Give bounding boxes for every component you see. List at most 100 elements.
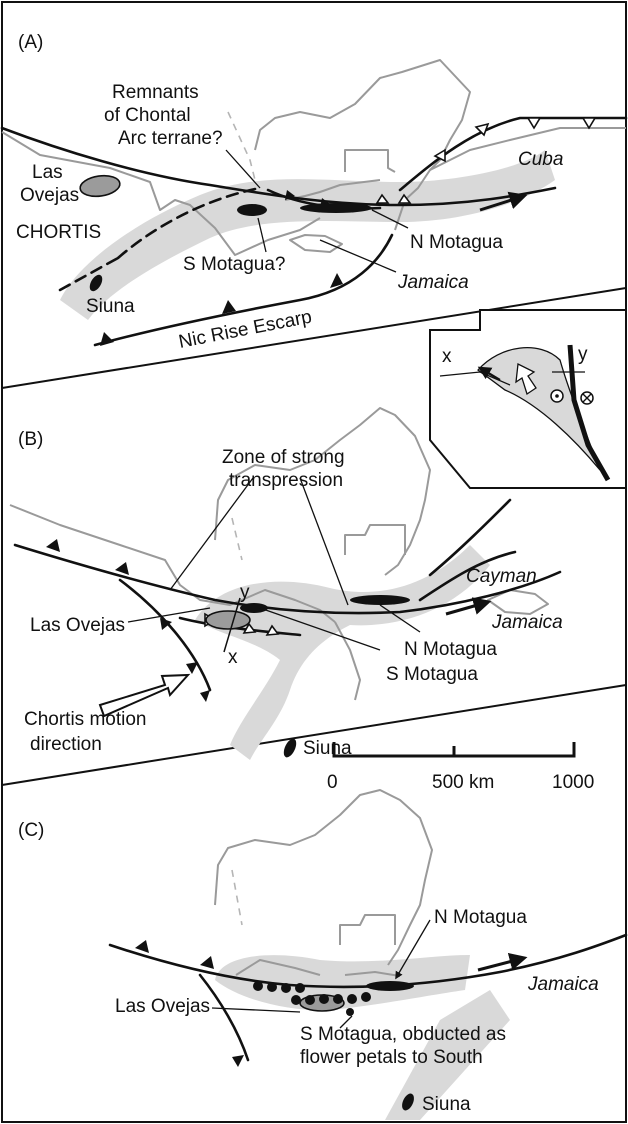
las-ovejas-label-2: Ovejas xyxy=(20,185,79,206)
panel-a-guatemala xyxy=(344,149,396,173)
panel-c-dashed-trace xyxy=(231,869,243,926)
panel-b-barb xyxy=(46,539,60,552)
panel-b-open-barb xyxy=(242,622,257,634)
inset-x-label: x xyxy=(442,346,452,367)
panel-a-dashed-trace xyxy=(227,111,256,181)
panel-a: (A) Remnants of Chontal Arc terrane? Cub… xyxy=(0,32,628,353)
section-x-label: x xyxy=(228,647,238,668)
panel-b-leader xyxy=(169,477,254,591)
zone-label-2: transpression xyxy=(229,470,343,491)
panel-a-coast-yucatan xyxy=(254,59,471,231)
jamaica-label-c: Jamaica xyxy=(527,974,599,995)
divider-a-b xyxy=(1,287,627,389)
s-motagua-label-b: S Motagua xyxy=(386,664,478,685)
panel-c-leader xyxy=(395,919,431,980)
panel-a-jamaica-outline xyxy=(289,234,343,253)
chortis-motion-label-1: Chortis motion xyxy=(24,709,147,730)
panel-c-barb xyxy=(200,956,214,969)
out-of-page-dot xyxy=(555,394,559,398)
panel-c-leader xyxy=(339,1015,353,1029)
siuna-label-c: Siuna xyxy=(422,1094,471,1115)
las-ovejas-body-b xyxy=(205,610,251,630)
panel-b-leader xyxy=(127,607,211,623)
panel-b: (B) Zone of strong transpression Cayman … xyxy=(9,407,563,760)
panel-c-motion-arrow xyxy=(477,952,528,972)
panel-b-motion-arrow xyxy=(445,597,492,616)
petal-body xyxy=(281,983,291,993)
scale-tick-0: 0 xyxy=(327,772,338,793)
panel-a-barb xyxy=(100,332,114,346)
panel-a-cuba-thrust xyxy=(398,116,628,192)
panel-a-nic-rise-escarp xyxy=(93,233,394,347)
panel-a-coast-pacific xyxy=(1,131,321,256)
panel-c-subduction xyxy=(198,973,250,1062)
n-motagua-label: N Motagua xyxy=(410,232,503,253)
scale-tick-500: 500 km xyxy=(432,772,494,793)
panel-b-barb xyxy=(186,662,198,674)
panel-b-section-line xyxy=(223,597,241,653)
panel-b-leader xyxy=(379,604,421,633)
panel-c-coast-yucatan xyxy=(214,789,433,966)
panel-b-open-barb xyxy=(265,624,280,636)
petal-body xyxy=(291,995,301,1005)
cayman-label: Cayman xyxy=(466,566,537,587)
panel-a-zone xyxy=(60,150,555,320)
panel-c-barb xyxy=(135,940,149,953)
s-motagua-label-c-1: S Motagua, obducted as xyxy=(300,1024,506,1045)
panel-c-zone-south xyxy=(385,990,510,1120)
scale-tick-1000: 1000 xyxy=(552,772,594,793)
panel-c-guatemala xyxy=(339,914,396,945)
n-motagua-body-b xyxy=(350,595,410,605)
s-motagua-label: S Motagua? xyxy=(183,254,285,275)
las-ovejas-label-b: Las Ovejas xyxy=(30,615,125,636)
siuna-label-b: Siuna xyxy=(303,738,352,759)
panel-a-leader xyxy=(257,217,267,253)
panel-a-leader xyxy=(371,209,409,229)
panel-a-barb xyxy=(222,300,236,314)
nic-rise-label: Nic Rise Escarp xyxy=(177,307,314,353)
s-motagua-label-c-2: flower petals to South xyxy=(300,1047,483,1068)
petal-body xyxy=(267,982,277,992)
panel-b-leader xyxy=(259,607,381,651)
panel-b-cayman-1 xyxy=(418,550,517,602)
remnants-label-2: of Chontal xyxy=(104,105,191,126)
petal-body xyxy=(361,992,371,1002)
panel-a-open-barb xyxy=(474,122,490,137)
panel-a-tag: (A) xyxy=(18,32,43,53)
panel-c-coast-caribbean xyxy=(344,971,401,977)
remnants-label-3: Arc terrane? xyxy=(118,128,223,149)
petal-body xyxy=(319,994,329,1004)
panel-a-barb xyxy=(285,190,295,200)
jamaica-label-b: Jamaica xyxy=(491,612,563,633)
n-motagua-body-c xyxy=(366,981,414,991)
panel-c-zone xyxy=(215,955,470,1011)
siuna-body-b xyxy=(283,738,297,758)
chortis-motion-label-2: direction xyxy=(30,734,102,755)
petal-body xyxy=(305,995,315,1005)
panel-b-zone xyxy=(195,545,490,760)
panel-b-dashed-trace xyxy=(231,517,243,561)
panel-c-tag: (C) xyxy=(18,820,44,841)
remnants-label-1: Remnants xyxy=(112,82,199,103)
siuna-body-c xyxy=(402,1093,414,1111)
jamaica-label: Jamaica xyxy=(397,272,469,293)
s-motagua-body-b xyxy=(240,603,268,613)
inset-arrow xyxy=(477,366,501,381)
n-motagua-label-c: N Motagua xyxy=(434,907,527,928)
panel-b-barb xyxy=(200,690,210,702)
panel-a-chortis-boundary xyxy=(116,186,262,260)
panel-a-open-barb xyxy=(375,193,390,204)
panel-c-leader xyxy=(211,1007,301,1013)
n-motagua-label-b: N Motagua xyxy=(404,639,497,660)
siuna-label: Siuna xyxy=(86,296,135,317)
las-ovejas-label-c: Las Ovejas xyxy=(115,996,210,1017)
las-ovejas-label-1: Las xyxy=(32,162,63,183)
panel-a-cuba-outline xyxy=(429,127,626,171)
panel-c-coast-pacific xyxy=(235,959,321,976)
panel-b-coast-yucatan xyxy=(214,407,431,576)
panel-a-leader xyxy=(225,149,261,189)
inset-open-arrow xyxy=(515,363,537,396)
panel-a-open-barb xyxy=(526,117,542,130)
